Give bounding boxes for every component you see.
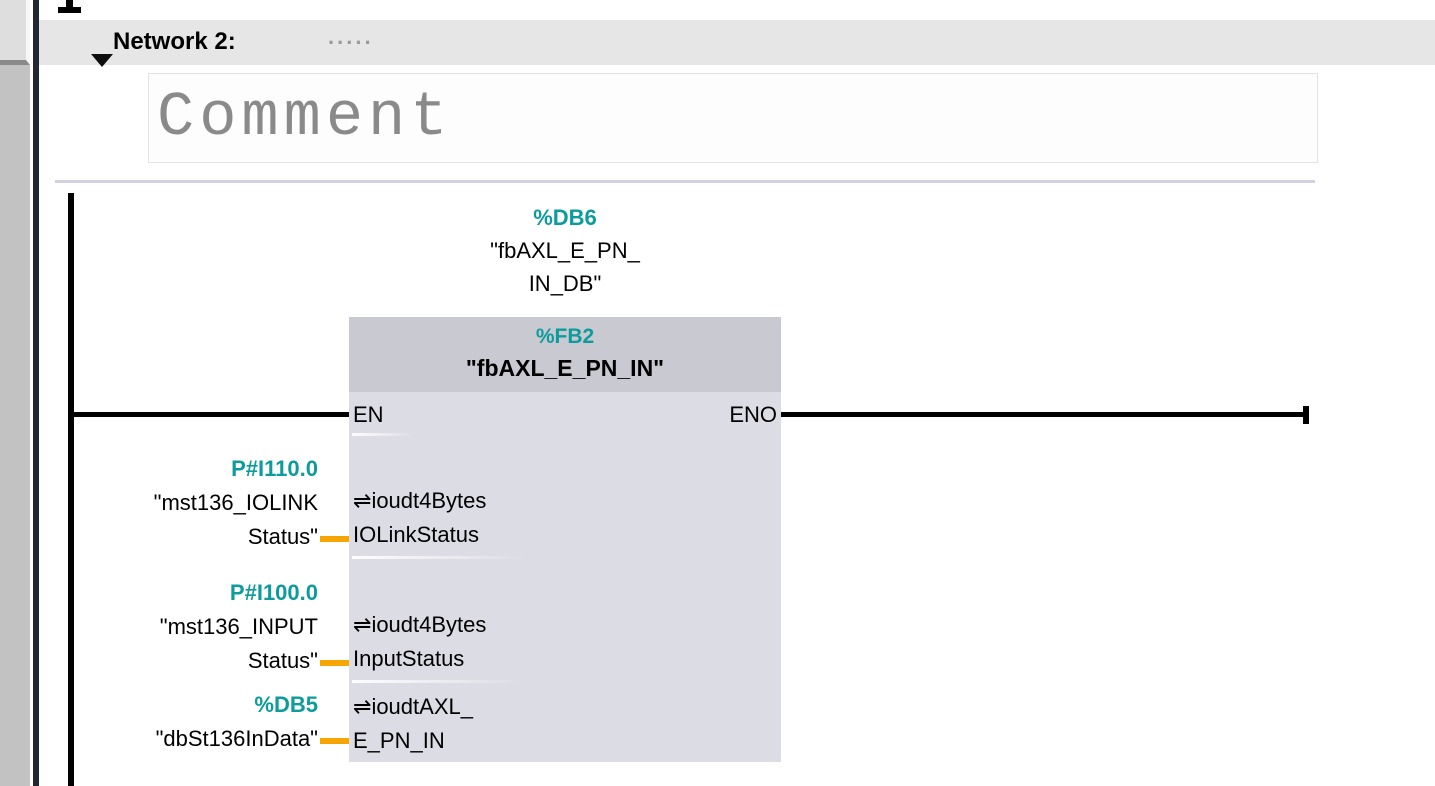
operand-wire <box>320 536 349 542</box>
operand-name-line[interactable]: Status" <box>247 648 318 673</box>
eno-wire <box>781 412 1304 417</box>
previous-network-rail-endcap <box>58 7 81 13</box>
operand-address[interactable]: %DB5 <box>254 692 318 717</box>
instance-db-name-line1[interactable]: "fbAXL_E_PN_ <box>490 238 640 263</box>
editor-left-border <box>33 0 39 786</box>
instance-db-label[interactable]: %DB6 "fbAXL_E_PN_ IN_DB" <box>400 201 730 300</box>
function-block-name: "fbAXL_E_PN_IN" <box>465 355 665 381</box>
param-underline <box>352 556 527 559</box>
param-underline <box>352 680 527 683</box>
param-name-row[interactable]: E_PN_IN <box>353 728 445 753</box>
param-name-row[interactable]: IOLinkStatus <box>353 522 479 547</box>
operand-wire <box>320 660 349 666</box>
collapse-triangle-icon[interactable] <box>91 54 113 67</box>
vertical-scrollbar-thumb[interactable] <box>0 0 30 65</box>
network-title-placeholder[interactable]: ..... <box>328 24 374 49</box>
operand-name-line[interactable]: "mst136_INPUT <box>159 614 318 639</box>
operand-name-line[interactable]: "mst136_IOLINK <box>153 490 318 515</box>
param-type: ioudtAXL_ <box>371 694 473 719</box>
operand-wire <box>320 738 349 744</box>
en-pin-label: EN <box>353 402 384 427</box>
operand-iolink-status[interactable]: P#I110.0 "mst136_IOLINK Status" <box>154 452 318 554</box>
en-wire <box>74 412 349 417</box>
operand-name-line[interactable]: Status" <box>247 524 318 549</box>
network-header <box>39 20 1435 67</box>
param-type-row[interactable]: ⇌ioudtAXL_ <box>353 694 473 720</box>
operand-address[interactable]: P#I110.0 <box>231 456 318 481</box>
param-name-row[interactable]: InputStatus <box>353 646 465 671</box>
param-type: ioudt4Bytes <box>371 612 487 637</box>
eno-wire-endcap <box>1303 406 1309 424</box>
vertical-scrollbar-track[interactable] <box>0 0 30 786</box>
operand-db-indata[interactable]: %DB5 "dbSt136InData" <box>156 688 318 756</box>
network-title: Network 2: <box>113 28 236 55</box>
param-type-row[interactable]: ⇌ioudt4Bytes <box>353 612 486 638</box>
param-type: ioudt4Bytes <box>371 488 487 513</box>
inout-icon: ⇌ <box>353 488 372 513</box>
function-block[interactable]: %FB2 "fbAXL_E_PN_IN" <box>349 317 781 762</box>
network-comment-box[interactable]: Comment <box>148 73 1318 163</box>
function-block-title[interactable]: %FB2 "fbAXL_E_PN_IN" <box>349 317 781 392</box>
inout-icon: ⇌ <box>353 694 372 719</box>
operand-address[interactable]: P#I100.0 <box>229 580 318 605</box>
param-type-row[interactable]: ⇌ioudt4Bytes <box>353 488 486 514</box>
instance-db-name-line2[interactable]: IN_DB" <box>528 271 602 296</box>
eno-pin-label: ENO <box>729 402 777 427</box>
function-block-address: %FB2 <box>535 325 595 348</box>
comment-placeholder[interactable]: Comment <box>157 82 453 153</box>
operand-name-line[interactable]: "dbSt136InData" <box>155 726 318 751</box>
power-rail <box>68 193 74 786</box>
instance-db-address[interactable]: %DB6 <box>533 205 597 230</box>
comment-divider <box>55 180 1315 183</box>
previous-network-rail-stub <box>66 0 73 8</box>
en-underline <box>352 433 414 436</box>
function-block-body <box>349 392 781 762</box>
inout-icon: ⇌ <box>353 612 372 637</box>
operand-input-status[interactable]: P#I100.0 "mst136_INPUT Status" <box>160 576 318 678</box>
